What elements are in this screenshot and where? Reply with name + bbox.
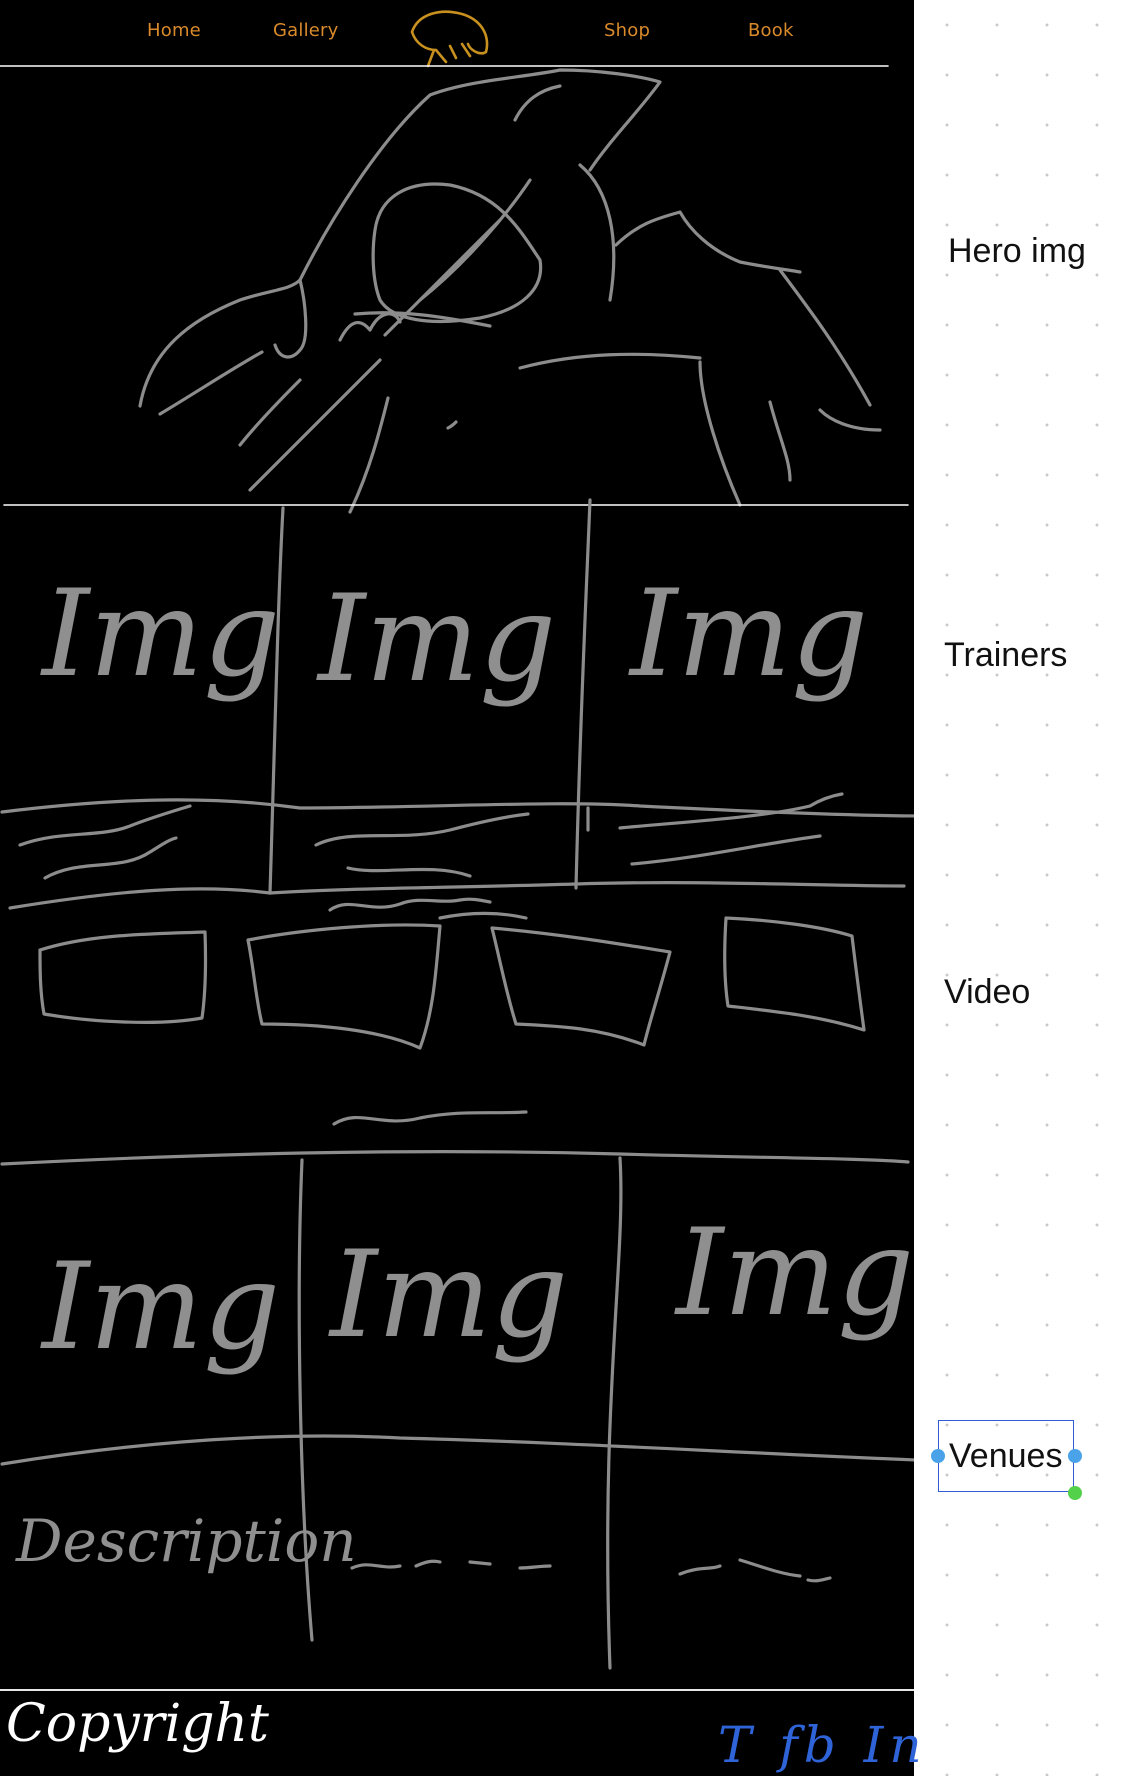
venue-description-label: Description (16, 1507, 357, 1575)
annotation-venues[interactable]: Venues (949, 1437, 1063, 1475)
rotate-handle[interactable] (1068, 1486, 1082, 1500)
resize-handle-right[interactable] (1068, 1449, 1082, 1463)
video-sketch (38, 916, 866, 1126)
dog-logo-icon (410, 10, 489, 68)
hero-image-sketch (138, 68, 882, 514)
nav-shop[interactable]: Shop (604, 20, 651, 41)
nav-home[interactable]: Home (147, 20, 201, 41)
footer-divider (0, 1689, 914, 1691)
trainers-sketch (0, 498, 914, 920)
resize-handle-left[interactable] (931, 1449, 945, 1463)
nav-gallery[interactable]: Gallery (273, 20, 339, 41)
selection-box[interactable] (938, 1420, 1074, 1492)
annotation-video[interactable]: Video (944, 973, 1031, 1011)
footer (0, 1690, 914, 1776)
nav-book[interactable]: Book (748, 20, 794, 41)
venue-img-label-1: Img (42, 1238, 281, 1377)
wireframe-canvas[interactable]: Home Gallery Shop Book (0, 0, 914, 1690)
trainer-img-label-1: Img (42, 565, 281, 704)
venue-img-label-3: Img (676, 1204, 914, 1343)
venues-sketch (0, 1150, 914, 1670)
wireframe-sketch (0, 10, 914, 1670)
footer-copyright: Copyright (6, 1694, 269, 1754)
footer-social-links[interactable]: T fb In (718, 1716, 928, 1774)
trainer-img-label-3: Img (630, 565, 869, 704)
annotation-hero[interactable]: Hero img (948, 232, 1086, 270)
trainer-img-label-2: Img (318, 570, 557, 709)
venue-img-label-2: Img (330, 1226, 569, 1365)
annotation-trainers[interactable]: Trainers (944, 636, 1068, 674)
dotted-canvas (914, 0, 1121, 1776)
